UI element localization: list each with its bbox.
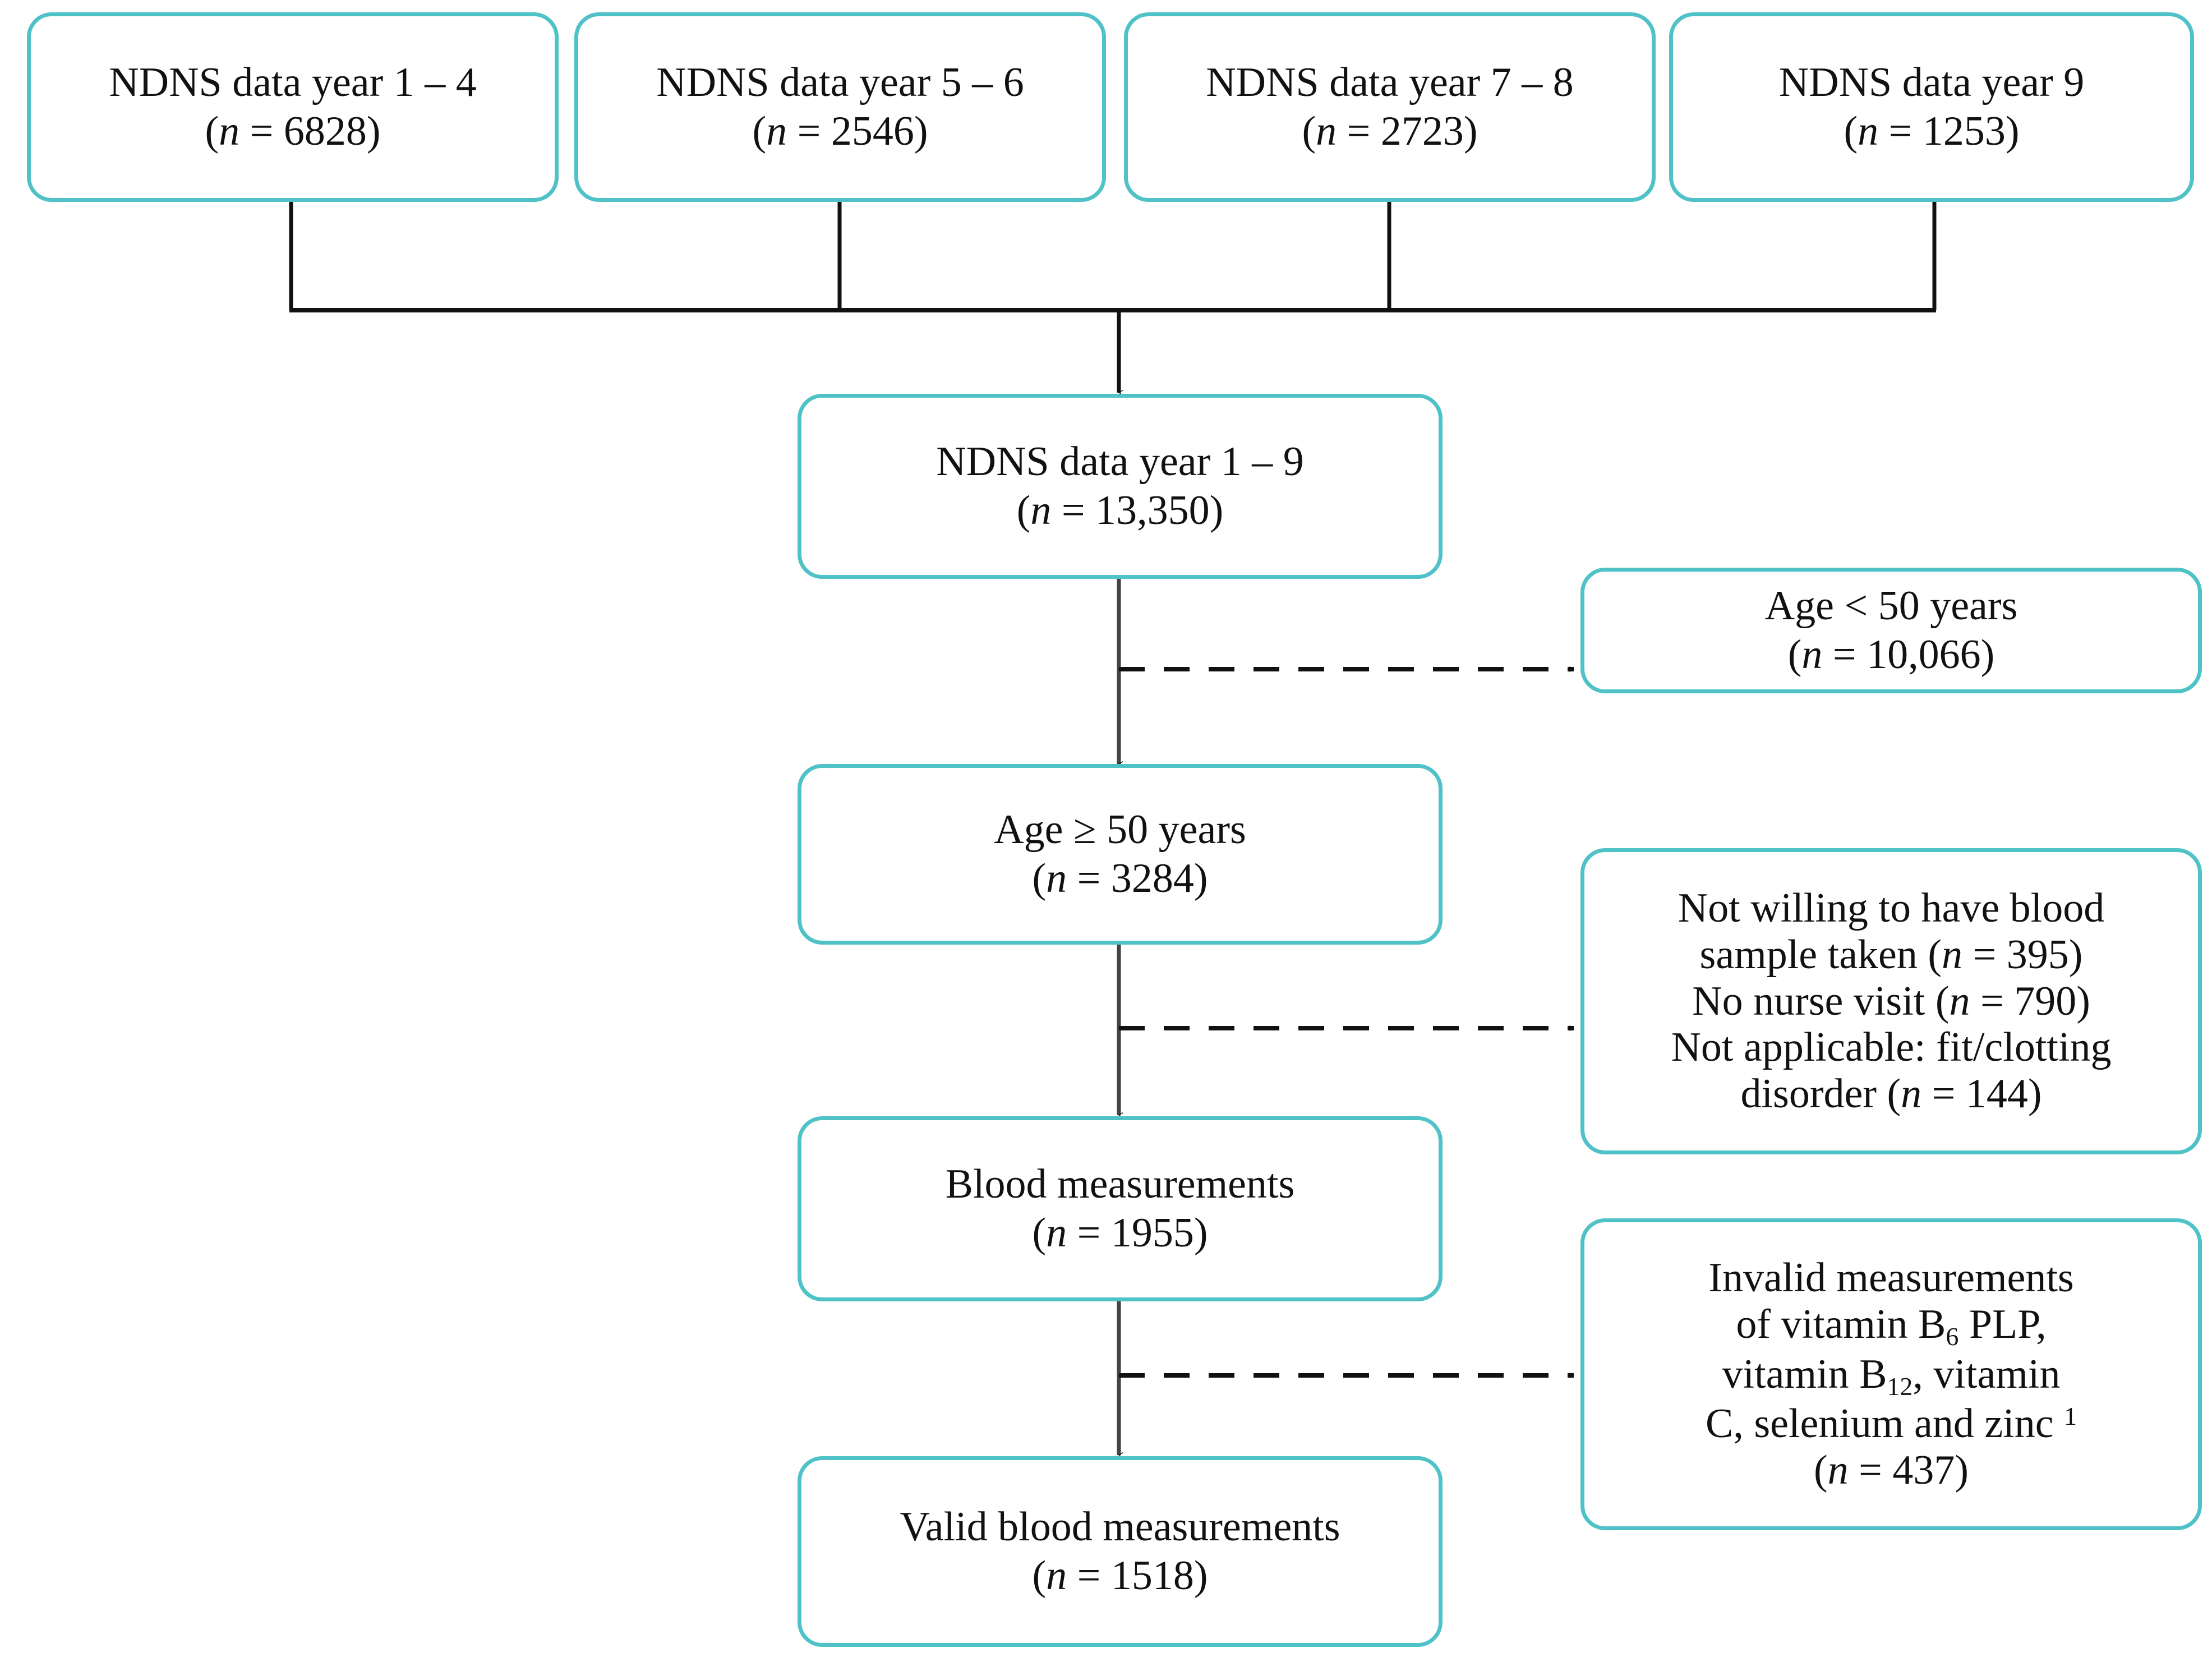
flow-box-combined[interactable]: NDNS data year 1 – 9 (n = 13,350) xyxy=(798,394,1443,579)
source-count: (n = 2546) xyxy=(752,108,928,154)
exclusion-box-age-under-50[interactable]: Age < 50 years (n = 10,066) xyxy=(1580,568,2202,693)
source-box-year-1-4[interactable]: NDNS data year 1 – 4 (n = 6828) xyxy=(27,12,559,202)
source-label: NDNS data year 7 – 8 xyxy=(1206,59,1574,106)
exclusion-line-3: No nurse visit (n = 790) xyxy=(1692,978,2090,1024)
source-label: NDNS data year 1 – 4 xyxy=(109,59,477,106)
flow-label: Age ≥ 50 years xyxy=(994,807,1246,853)
invalid-line-4: C, selenium and zinc 1 xyxy=(1705,1400,2077,1447)
source-box-year-7-8[interactable]: NDNS data year 7 – 8 (n = 2723) xyxy=(1124,12,1656,202)
exclusion-box-invalid-measurements[interactable]: Invalid measurements of vitamin B6 PLP, … xyxy=(1580,1218,2202,1530)
flow-box-age-50-plus[interactable]: Age ≥ 50 years (n = 3284) xyxy=(798,764,1443,945)
exclusion-line-2: sample taken (n = 395) xyxy=(1699,931,2083,978)
flow-label: NDNS data year 1 – 9 xyxy=(936,439,1304,485)
source-count: (n = 2723) xyxy=(1302,108,1478,154)
source-label: NDNS data year 9 xyxy=(1778,59,2085,106)
source-label: NDNS data year 5 – 6 xyxy=(656,59,1024,106)
source-box-year-5-6[interactable]: NDNS data year 5 – 6 (n = 2546) xyxy=(574,12,1106,202)
source-drop-lines xyxy=(289,202,1937,310)
source-count: (n = 1253) xyxy=(1844,108,2020,154)
flow-box-valid-blood-measurements[interactable]: Valid blood measurements (n = 1518) xyxy=(798,1456,1443,1647)
exclusion-count: (n = 10,066) xyxy=(1787,632,1995,678)
flow-label: Blood measurements xyxy=(945,1161,1295,1208)
source-count: (n = 6828) xyxy=(205,108,381,154)
invalid-count: (n = 437) xyxy=(1813,1447,1969,1493)
exclusion-line-1: Not willing to have blood xyxy=(1678,885,2105,931)
source-box-year-9[interactable]: NDNS data year 9 (n = 1253) xyxy=(1669,12,2194,202)
flow-count: (n = 1955) xyxy=(1032,1210,1208,1256)
exclusion-box-no-blood-sample[interactable]: Not willing to have blood sample taken (… xyxy=(1580,848,2202,1154)
flow-box-blood-measurements[interactable]: Blood measurements (n = 1955) xyxy=(798,1116,1443,1301)
invalid-line-3: vitamin B12, vitamin xyxy=(1722,1351,2061,1401)
flow-count: (n = 3284) xyxy=(1032,855,1208,901)
invalid-line-2: of vitamin B6 PLP, xyxy=(1736,1301,2047,1351)
exclusion-label: Age < 50 years xyxy=(1764,583,2018,629)
flow-label: Valid blood measurements xyxy=(900,1504,1340,1550)
flow-count: (n = 13,350) xyxy=(1016,487,1224,533)
invalid-line-1: Invalid measurements xyxy=(1708,1255,2074,1301)
exclusion-line-4: Not applicable: fit/clotting xyxy=(1671,1024,2112,1071)
flow-count: (n = 1518) xyxy=(1032,1553,1208,1599)
exclusion-line-5: disorder (n = 144) xyxy=(1740,1071,2042,1117)
